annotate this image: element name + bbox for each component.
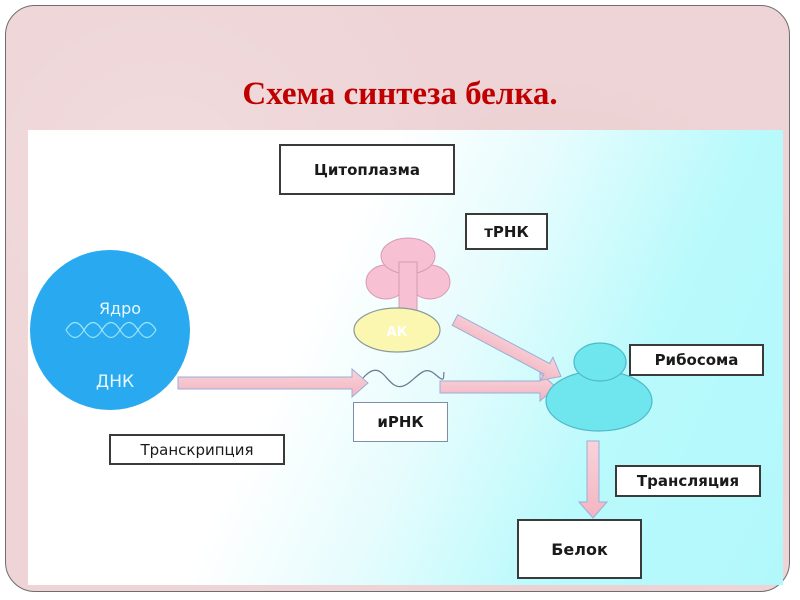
mrna-strand-icon [362,369,445,388]
nucleus-title: Ядро [99,299,141,318]
cytoplasm-label: Цитоплазма [279,144,455,195]
mrna-text: иРНК [377,413,424,431]
nucleus: Ядро ДНК [30,250,190,410]
mrna-label: иРНК [353,402,448,442]
dna-helix-icon [65,321,157,339]
ribosome-label: Рибосома [629,344,764,376]
amino-acid: АК [353,307,441,353]
ribosome-shape [545,342,653,432]
translation-text: Трансляция [636,472,740,490]
trna-text: тРНК [484,222,529,241]
cytoplasm-text: Цитоплазма [314,160,420,179]
transcription-label: Транскрипция [109,434,285,465]
trna-shape [365,237,451,313]
trna-to-ribosome-arrow [451,314,562,381]
translation-label: Трансляция [615,465,761,497]
nucleus-circle [30,250,190,410]
transcription-arrow [177,367,369,399]
dna-label: ДНК [96,372,134,392]
ribosome-text: Рибосома [654,351,739,369]
trna-label: тРНК [465,213,548,250]
mrna-to-ribosome-arrow [439,371,557,403]
slide-title: Схема синтеза белка. [242,76,558,112]
amino-acid-label: АК [387,325,408,340]
transcription-text: Транскрипция [140,440,254,459]
protein-text: Белок [551,539,608,559]
translation-arrow [577,440,609,519]
protein-label: Белок [517,519,642,579]
